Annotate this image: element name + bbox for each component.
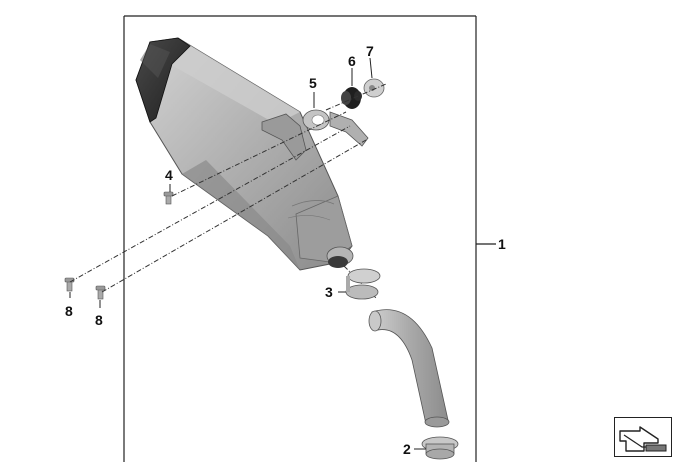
callout-5: 5: [309, 75, 317, 91]
callout-3: 3: [325, 284, 333, 300]
group-frame: [123, 15, 496, 462]
callout-8-left: 8: [65, 303, 73, 319]
spacer-washer: [363, 78, 385, 98]
mounting-bracket: [261, 111, 369, 161]
rubber-grommet: [341, 87, 362, 109]
end-cap: [135, 37, 191, 123]
screw: [64, 277, 75, 292]
callout-6: 6: [348, 53, 356, 69]
screw: [95, 285, 106, 300]
washer: [302, 109, 330, 131]
callout-8-right: 8: [95, 312, 103, 328]
callout-2: 2: [403, 441, 411, 457]
callout-7: 7: [366, 43, 374, 59]
screw: [163, 191, 174, 205]
pipe-clamp: [345, 268, 381, 300]
callout-4: 4: [165, 167, 173, 183]
leader-lines: [69, 57, 426, 450]
connecting-pipe: [368, 309, 450, 428]
clamp: [421, 436, 459, 460]
muffler: [135, 37, 354, 271]
callout-1: 1: [498, 236, 506, 252]
next-page-arrow-icon[interactable]: [614, 417, 672, 457]
